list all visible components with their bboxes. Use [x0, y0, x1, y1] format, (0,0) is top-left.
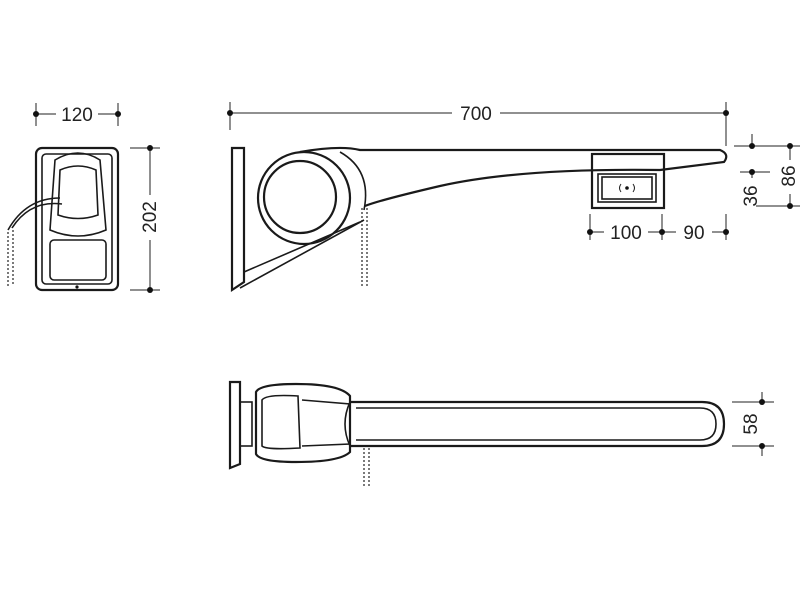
front-cable-outer [7, 197, 61, 231]
top-view [228, 380, 726, 488]
arm-top-outline [299, 146, 728, 208]
front-bracket [49, 239, 107, 281]
sensor-window-inner [601, 176, 653, 200]
label-module-width: 100 [610, 223, 642, 244]
top-arm-outer [350, 400, 726, 448]
sensor-module [590, 152, 666, 210]
dim-side-length: 700 [227, 102, 729, 146]
top-wall-plate [228, 380, 242, 470]
dim-front-height: 202 [130, 145, 161, 293]
side-view [230, 146, 728, 293]
wall-plate [230, 146, 246, 293]
hinge-outer [256, 150, 352, 246]
hinge-cover [339, 151, 367, 211]
front-cable [11, 202, 63, 229]
label-side-length: 700 [460, 104, 492, 125]
label-front-width: 120 [61, 105, 93, 126]
front-view [7, 146, 120, 292]
front-body-outline [34, 146, 120, 292]
label-top-width: 58 [741, 413, 762, 434]
label-side-inner-height: 36 [741, 185, 762, 206]
front-arm-head [49, 152, 107, 237]
wireless-sensor-icon [619, 183, 635, 193]
front-screw [75, 285, 79, 289]
dim-top-width: 58 [732, 392, 774, 456]
top-hinge-cap [261, 394, 301, 450]
sensor-window [597, 173, 657, 203]
front-arm-inner [57, 165, 99, 220]
dim-side-height: 36 86 [734, 134, 800, 209]
top-hinge-body [254, 382, 352, 464]
lower-strut-outer [239, 219, 365, 289]
dim-front-width: 120 [33, 103, 121, 126]
dim-module-width: 100 90 [587, 214, 729, 244]
hinge-inner [262, 159, 338, 235]
top-mount [239, 401, 253, 447]
label-module-offset: 90 [683, 223, 704, 244]
front-body-inner [41, 153, 113, 285]
label-front-height: 202 [140, 201, 161, 233]
top-arm-inner [356, 407, 717, 441]
top-hinge-joint [301, 399, 351, 447]
label-side-height: 86 [779, 165, 800, 186]
top-arm-end [344, 401, 351, 447]
lower-strut [243, 221, 361, 273]
